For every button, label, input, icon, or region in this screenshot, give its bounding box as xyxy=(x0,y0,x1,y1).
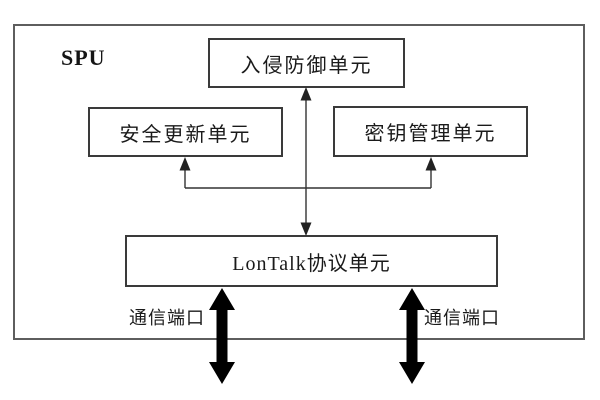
node-intrusion-prevention-unit: 入侵防御单元 xyxy=(208,38,405,88)
node-update-label: 安全更新单元 xyxy=(119,123,252,146)
node-key-management-unit: 密钥管理单元 xyxy=(333,106,528,157)
comm-port-label-right: 通信端口 xyxy=(424,308,500,328)
spu-label: SPU xyxy=(61,45,106,70)
node-key-label: 密钥管理单元 xyxy=(364,123,497,145)
comm-port-label-left: 通信端口 xyxy=(129,308,205,328)
node-intrusion-label: 入侵防御单元 xyxy=(240,54,373,77)
node-lontalk-label: LonTalk协议单元 xyxy=(232,252,391,275)
spu-container-box xyxy=(13,24,585,340)
node-security-update-unit: 安全更新单元 xyxy=(88,107,283,157)
node-lontalk-protocol-unit: LonTalk协议单元 xyxy=(125,235,498,287)
